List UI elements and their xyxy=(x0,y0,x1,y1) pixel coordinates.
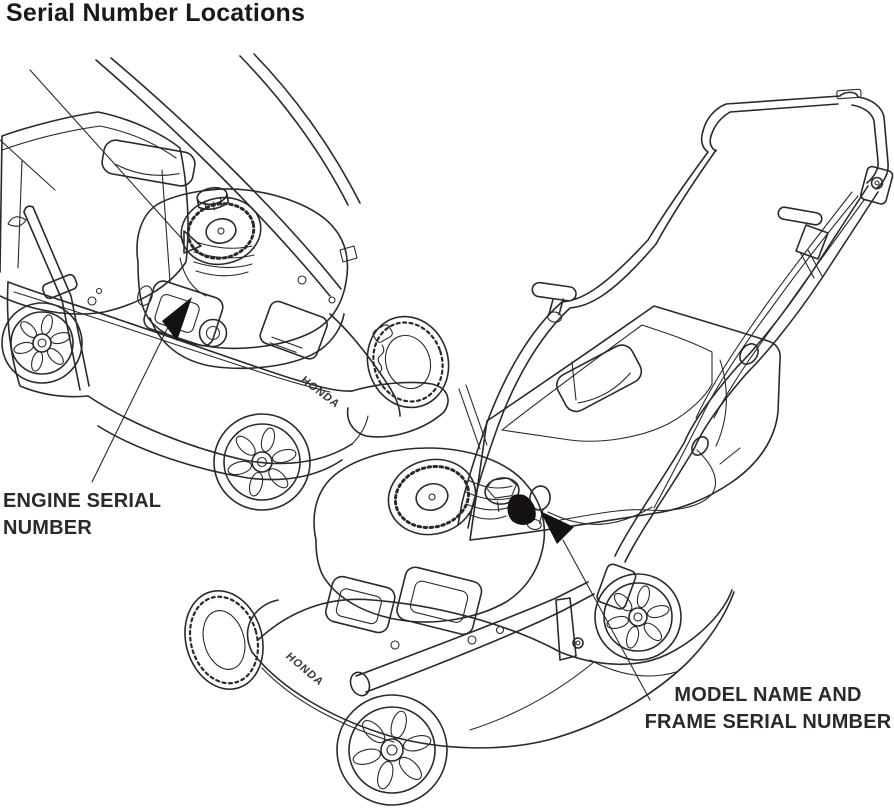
frame-serial-label-line2: FRAME SERIAL NUMBER xyxy=(644,711,892,733)
right-mower-rear-wheel xyxy=(594,573,682,661)
left-mower-rear-left-wheel xyxy=(1,302,83,384)
annotations xyxy=(91,297,651,701)
muffler xyxy=(259,300,328,360)
right-mower-grass-bag xyxy=(458,305,781,541)
recoil-starter xyxy=(180,196,262,266)
handle-knob xyxy=(531,281,577,323)
left-mower-front-wheel xyxy=(213,413,311,511)
page-title: Serial Number Locations xyxy=(6,0,306,27)
engine-serial-label-line1: ENGINE SERIAL xyxy=(3,490,162,512)
right-mower-engine xyxy=(313,447,551,650)
oil-filler xyxy=(198,318,228,348)
left-mower-handlebar xyxy=(95,53,361,297)
left-mower-figure: HONDA xyxy=(0,53,450,511)
brand-logo-right: HONDA xyxy=(283,651,327,688)
frame-serial-arrow xyxy=(540,511,574,544)
handle-latch-lever xyxy=(777,206,829,279)
right-mower-front-wheel xyxy=(336,694,448,806)
frame-rail xyxy=(349,581,595,697)
recoil-starter xyxy=(387,458,477,536)
brand-logo-left: HONDA xyxy=(298,375,343,411)
frame-serial-label: MODEL NAME AND FRAME SERIAL NUMBER xyxy=(643,682,893,736)
frame-serial-shadow xyxy=(507,494,536,525)
frame-serial-leader-line xyxy=(562,539,651,701)
bag-flap-handle xyxy=(556,344,643,413)
left-mower-height-adjuster xyxy=(372,324,393,374)
right-mower-far-side-wheel xyxy=(184,590,264,690)
engine-serial-label: ENGINE SERIAL NUMBER xyxy=(3,488,161,542)
frame-serial-label-line1: MODEL NAME AND xyxy=(674,684,862,706)
left-mower-grass-bag xyxy=(0,111,196,315)
engine-serial-arrow xyxy=(162,297,192,341)
engine-serial-leader-line xyxy=(91,322,171,483)
left-mower-far-side-wheel xyxy=(366,315,450,409)
engine-serial-label-line2: NUMBER xyxy=(3,517,92,539)
